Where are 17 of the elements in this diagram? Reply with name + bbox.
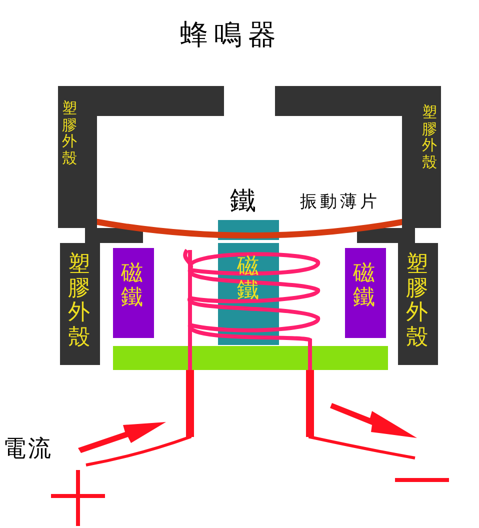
part-label: 塑膠外殼 (406, 253, 428, 350)
plastic-housing (275, 86, 441, 228)
part-label: 塑膠外殼 (68, 253, 90, 350)
magnet-block (113, 248, 154, 338)
part-label: 鐵 (230, 188, 256, 214)
part-label: 塑膠外殼 (422, 104, 437, 170)
title: 蜂鳴器 (180, 17, 282, 53)
part-label: 塑膠外殼 (62, 100, 77, 166)
part-label: 磁鐵 (121, 262, 143, 310)
magnet-block (345, 248, 386, 338)
part-label: 振動薄片 (300, 194, 380, 211)
plastic-housing (398, 243, 438, 365)
plastic-housing (58, 86, 224, 228)
part-label: 磁鐵 (353, 262, 375, 310)
base-plate (113, 346, 388, 370)
current-label: 電流 (3, 438, 53, 461)
plastic-housing (60, 243, 100, 365)
